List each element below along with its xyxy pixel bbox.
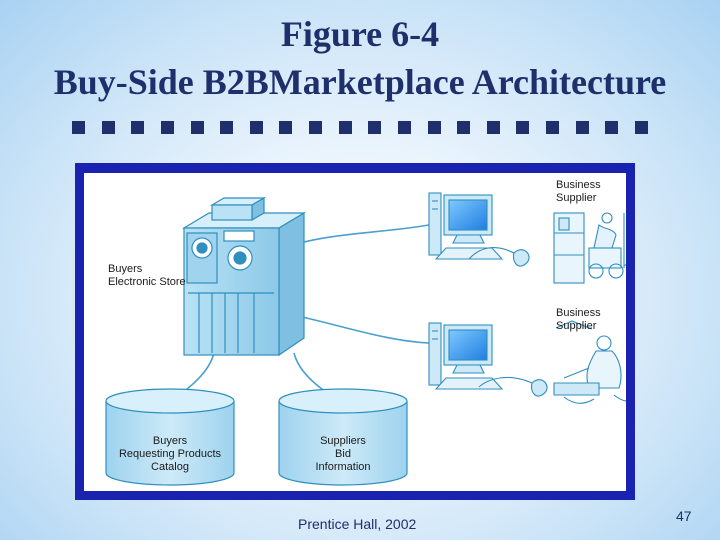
diagram-canvas: Buyers Electronic Store Business Supplie… — [84, 173, 626, 491]
buyers-electronic-store-label: Buyers Electronic Store — [108, 263, 186, 288]
business-supplier-label-2: Business Supplier — [556, 307, 601, 332]
office-worker-icon — [553, 320, 626, 404]
architecture-diagram — [105, 192, 626, 486]
diagram-frame: Buyers Electronic Store Business Supplie… — [75, 163, 635, 500]
decorative-square-divider — [72, 121, 648, 135]
computer-icon-supplier-1 — [428, 192, 530, 267]
page-number: 47 — [676, 508, 692, 524]
forklift-worker-icon — [553, 212, 626, 284]
slide-title: Figure 6-4 — [280, 14, 440, 54]
footer-publisher: Prentice Hall, 2002 — [298, 516, 417, 532]
slide-subtitle: Buy-Side B2BMarketplace Architecture — [53, 62, 667, 102]
computer-icon-supplier-2 — [428, 322, 548, 397]
server-icon — [181, 196, 307, 357]
suppliers-bid-label: Suppliers Bid Information — [315, 435, 371, 473]
buyers-catalog-database-icon — [105, 388, 235, 486]
business-supplier-label-1: Business Supplier — [556, 179, 601, 204]
suppliers-bid-database-icon — [278, 388, 408, 486]
buyers-catalog-label: Buyers Requesting Products Catalog — [118, 435, 222, 473]
